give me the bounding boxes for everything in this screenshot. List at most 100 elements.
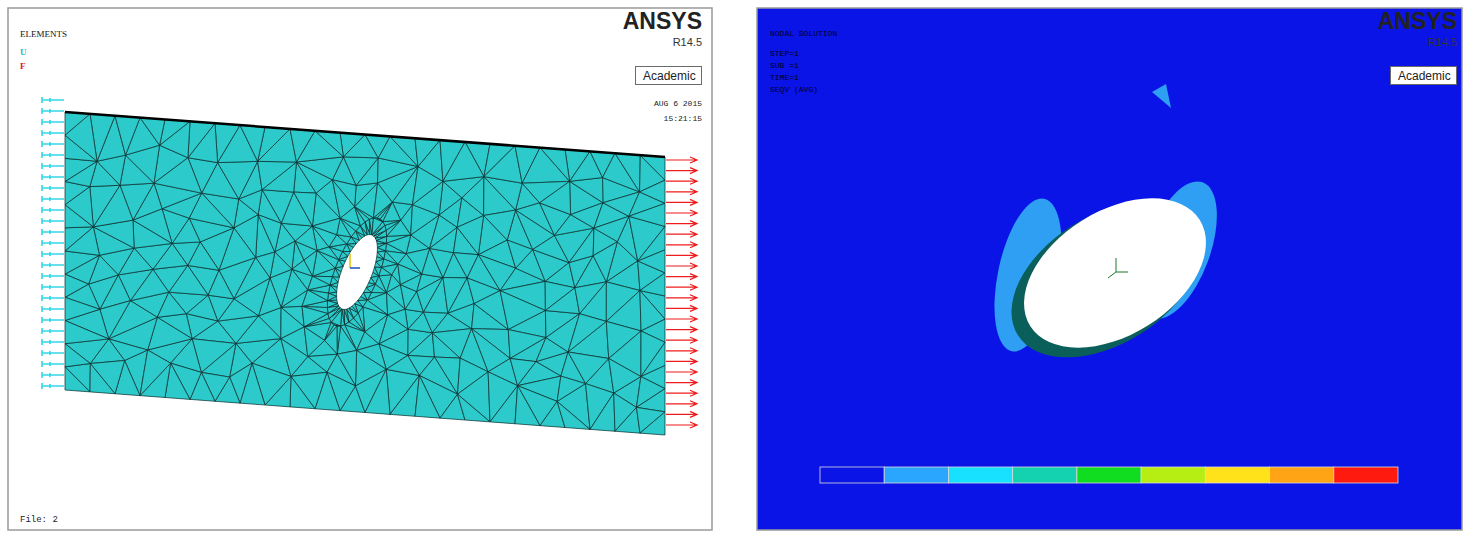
- mesh-element: [365, 369, 390, 414]
- mesh-element: [329, 309, 342, 322]
- mesh-element: [640, 155, 665, 180]
- mesh-element: [355, 183, 378, 207]
- force-arrow: [666, 380, 697, 386]
- mesh-element: [332, 180, 356, 207]
- mesh-element: [315, 131, 343, 157]
- mesh-element: [372, 284, 387, 292]
- mesh-element: [328, 293, 337, 301]
- mesh-element: [365, 135, 390, 158]
- mesh-element: [615, 153, 640, 192]
- force-arrow: [666, 157, 697, 163]
- force-arrow: [666, 316, 697, 322]
- color-bar-segment: [948, 467, 1012, 483]
- viewport-annotation: F: [20, 62, 26, 72]
- mesh-element: [377, 243, 386, 251]
- mesh-element: [281, 307, 304, 338]
- mesh-element: [65, 367, 90, 392]
- displacement-constraint: [42, 328, 64, 334]
- viewport-annotation: SEQV (AVG): [770, 86, 818, 95]
- mesh-element: [340, 133, 365, 157]
- axis-triad: [349, 254, 351, 268]
- mesh-element: [590, 393, 615, 431]
- mesh-element: [208, 270, 234, 299]
- mesh-element: [408, 333, 435, 357]
- force-arrow: [666, 295, 697, 301]
- displacement-constraint: [42, 130, 64, 136]
- mesh-element: [342, 309, 345, 325]
- mesh-element: [594, 216, 629, 241]
- mesh-element: [140, 350, 171, 396]
- mesh-element: [386, 355, 419, 375]
- mesh-element: [337, 326, 356, 354]
- force-arrow: [666, 242, 697, 248]
- mesh-element: [484, 210, 516, 240]
- mesh-element: [157, 292, 186, 317]
- mesh-element: [65, 321, 109, 344]
- displacement-constraint: [42, 240, 64, 246]
- mesh-element: [302, 306, 328, 326]
- viewport-annotation: File: 2: [20, 516, 58, 526]
- mesh-element: [215, 123, 240, 162]
- viewport-annotation: ELEMENTS: [20, 30, 67, 40]
- mesh-element: [65, 297, 100, 320]
- displacement-constraint: [42, 108, 64, 114]
- mesh-element: [344, 309, 349, 322]
- mesh-element: [65, 364, 90, 392]
- mesh-element: [294, 192, 316, 226]
- displacement-constraint: [42, 262, 64, 268]
- mesh-element: [65, 227, 100, 255]
- left-viewport: [8, 8, 712, 530]
- color-bar-segment: [1013, 467, 1077, 483]
- badge-text: Academic: [1398, 69, 1449, 83]
- displacement-constraint: [42, 207, 64, 213]
- mesh-element: [365, 315, 388, 344]
- force-arrow: [666, 390, 697, 396]
- axis-triad: [1108, 272, 1116, 278]
- mesh-element: [568, 314, 606, 352]
- mesh-element: [65, 112, 90, 135]
- mesh-element: [372, 218, 383, 235]
- force-arrow: [666, 411, 697, 417]
- displacement-constraint: [42, 372, 64, 378]
- hole: [997, 167, 1232, 378]
- mesh-element: [640, 180, 665, 203]
- color-bar-segment: [1077, 467, 1141, 483]
- mesh-element: [515, 386, 540, 426]
- force-arrow: [666, 274, 697, 280]
- edition-badge: Academic: [1390, 66, 1457, 85]
- mesh-element: [568, 352, 609, 384]
- mesh-element: [386, 251, 407, 264]
- viewport-annotation: AUG 6 2015: [654, 100, 702, 109]
- displacement-constraint: [42, 185, 64, 191]
- mesh-element: [304, 327, 324, 357]
- force-arrow: [666, 348, 697, 354]
- mesh-element: [540, 148, 570, 182]
- force-arrows: [666, 157, 697, 428]
- mesh-element: [448, 304, 474, 329]
- mesh-element: [188, 121, 215, 157]
- support-symbols: [42, 97, 64, 389]
- badge-text: Academic: [643, 69, 694, 83]
- displacement-constraint: [42, 273, 64, 279]
- displacement-constraint: [42, 218, 64, 224]
- viewport-annotation: TIME=1: [770, 74, 799, 83]
- mesh-element: [603, 153, 640, 192]
- mesh-element: [218, 161, 258, 199]
- displacement-constraint: [42, 361, 64, 367]
- contour-color-bar: [820, 467, 1398, 483]
- mesh-element: [258, 161, 297, 189]
- displacement-constraint: [42, 284, 64, 290]
- mesh-element: [343, 157, 378, 186]
- mesh-element: [312, 218, 340, 235]
- displacement-constraint: [42, 196, 64, 202]
- mesh-element: [308, 276, 330, 290]
- displacement-constraint: [42, 119, 64, 125]
- displacement-constraint: [42, 163, 64, 169]
- mesh-element: [522, 148, 569, 184]
- mesh-element: [575, 282, 606, 314]
- mesh-element: [430, 248, 454, 277]
- force-arrow: [666, 369, 697, 375]
- force-arrow: [666, 231, 697, 237]
- color-bar-segment: [1334, 467, 1398, 483]
